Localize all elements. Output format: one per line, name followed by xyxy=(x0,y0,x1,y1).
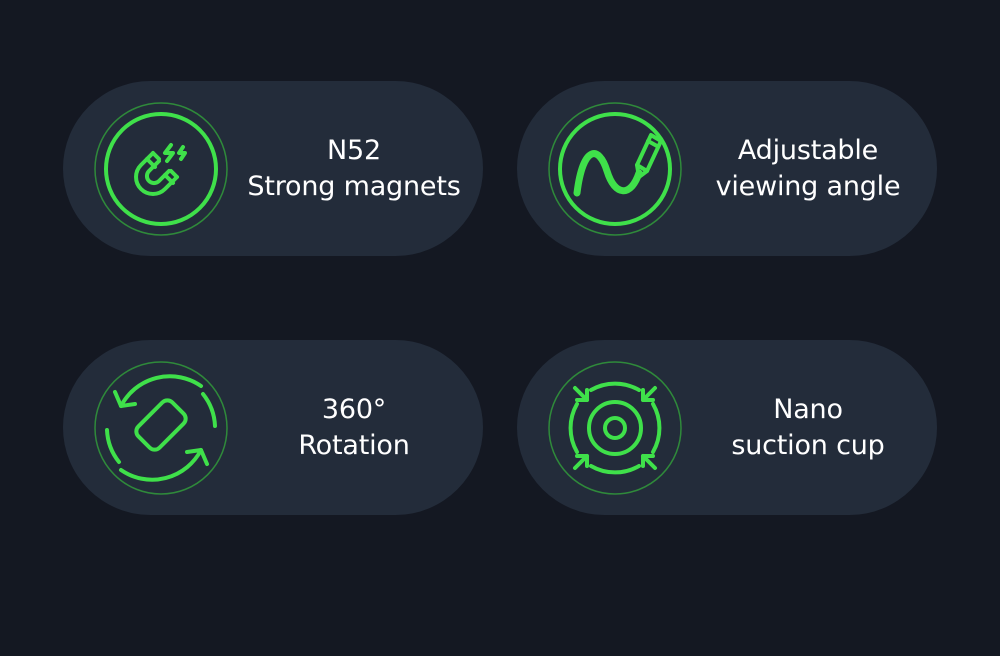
feature-subtitle: viewing angle xyxy=(715,170,901,202)
feature-card-magnets: N52 Strong magnets xyxy=(63,81,483,256)
feature-subtitle: suction cup xyxy=(731,429,885,461)
suction-cup-icon xyxy=(547,360,683,496)
feature-label: 360° Rotation xyxy=(233,340,475,515)
feature-subtitle: Rotation xyxy=(298,429,410,461)
feature-card-viewing-angle: Adjustable viewing angle xyxy=(517,81,937,256)
feature-title: N52 xyxy=(327,134,381,166)
feature-label: Nano suction cup xyxy=(687,340,929,515)
rotation-icon xyxy=(93,360,229,496)
feature-title: 360° xyxy=(321,393,387,425)
feature-card-rotation: 360° Rotation xyxy=(63,340,483,515)
pen-wave-icon xyxy=(547,101,683,237)
feature-card-suction-cup: Nano suction cup xyxy=(517,340,937,515)
feature-label: N52 Strong magnets xyxy=(233,81,475,256)
feature-subtitle: Strong magnets xyxy=(247,170,461,202)
magnet-icon xyxy=(93,101,229,237)
feature-label: Adjustable viewing angle xyxy=(687,81,929,256)
feature-title: Nano xyxy=(773,393,843,425)
feature-title: Adjustable xyxy=(737,134,879,166)
